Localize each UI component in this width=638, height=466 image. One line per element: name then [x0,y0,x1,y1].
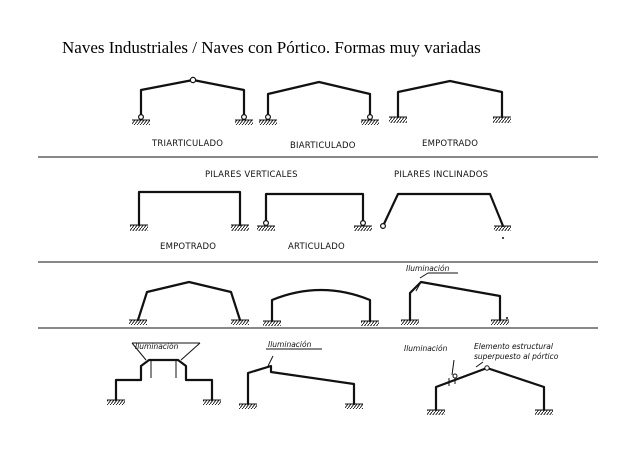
frame-biarticulado [259,80,379,125]
label-empotrado-row2: EMPOTRADO [160,242,216,252]
label-superpuesto-portico: superpuesto al pórtico [474,352,559,361]
label-empotrado-row1: EMPOTRADO [422,139,478,149]
frame-monitor-roof [107,342,221,405]
label-elemento-estructural: Elemento estructural [474,342,554,351]
page-title: Naves Industriales / Naves con Pórtico. … [62,38,481,57]
frame-triarticulado [132,76,253,125]
frame-arched-row3 [263,288,379,326]
label-articulado: ARTICULADO [288,242,345,252]
label-triarticulado: TRIARTICULADO [151,139,223,149]
label-pilares-inclinados: PILARES INCLINADOS [394,170,488,180]
frame-empotrado-vertical [130,190,249,231]
frame-articulado-vertical [257,192,372,231]
label-iluminacion-1: Iluminación [135,342,179,351]
label-iluminacion-2: Iluminación [268,340,312,349]
label-biarticulado: BIARTICULADO [290,141,356,151]
label-iluminacion-3: Iluminación [404,344,448,353]
frame-pilares-inclinados [380,192,511,239]
frame-sawtooth [239,348,363,409]
frame-skylight-row3 [401,272,509,325]
label-iluminacion-row3: Iluminación [406,264,450,273]
frame-empotrado-row1 [389,79,511,123]
frame-superimposed [427,359,553,415]
label-pilares-verticales: PILARES VERTICALES [205,170,298,180]
frame-peaked-row3 [129,280,249,325]
